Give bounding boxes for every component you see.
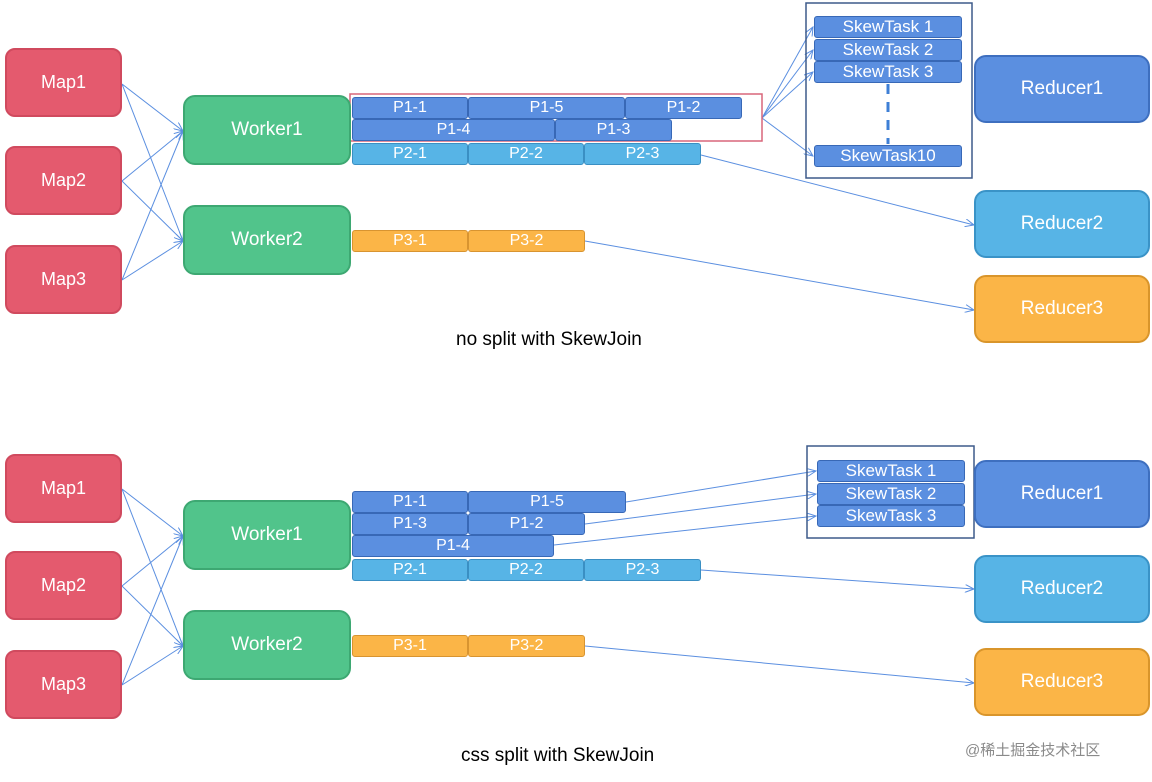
reducer2-node: Reducer2	[974, 555, 1150, 623]
bottom-caption: css split with SkewJoin	[461, 745, 655, 766]
partition-p3-1: P3-1	[352, 635, 468, 657]
map2-label: Map2	[40, 575, 87, 595]
map3-label: Map3	[40, 674, 87, 694]
top-caption: no split with SkewJoin	[456, 329, 642, 350]
worker1-node: Worker1	[183, 500, 351, 570]
skew-task-3: SkewTask 3	[814, 61, 962, 83]
worker2-label: Worker2	[231, 229, 303, 250]
reducer1-label: Reducer1	[1020, 483, 1104, 504]
reducer1-node: Reducer1	[974, 460, 1150, 528]
worker1-node: Worker1	[183, 95, 351, 165]
reducer3-label: Reducer3	[1020, 298, 1104, 319]
map2-label: Map2	[40, 170, 87, 190]
skew-group-frame-top	[805, 2, 973, 179]
map1-label: Map1	[40, 72, 87, 92]
partition-p1-4: P1-4	[352, 119, 555, 141]
partition-p2-2: P2-2	[468, 143, 584, 165]
worker1-label: Worker1	[231, 119, 303, 140]
partition-p2-3: P2-3	[584, 143, 701, 165]
partition-p2-1: P2-1	[352, 559, 468, 581]
map2-node: Map2	[5, 146, 122, 215]
partition-p3-1: P3-1	[352, 230, 468, 252]
reducer3-node: Reducer3	[974, 275, 1150, 343]
reducer1-node: Reducer1	[974, 55, 1150, 123]
reducer3-node: Reducer3	[974, 648, 1150, 716]
worker2-node: Worker2	[183, 205, 351, 275]
skew-task-3: SkewTask 3	[817, 505, 965, 527]
partition-p1-3: P1-3	[555, 119, 672, 141]
partition-p3-2: P3-2	[468, 635, 585, 657]
worker2-node: Worker2	[183, 610, 351, 680]
partition-p1-5: P1-5	[468, 97, 625, 119]
map1-node: Map1	[5, 454, 122, 523]
partition-p1-2: P1-2	[468, 513, 585, 535]
map2-node: Map2	[5, 551, 122, 620]
reducer1-label: Reducer1	[1020, 78, 1104, 99]
partition-p1-5: P1-5	[468, 491, 626, 513]
partition-p3-2: P3-2	[468, 230, 585, 252]
map3-node: Map3	[5, 245, 122, 314]
partition-p1-4: P1-4	[352, 535, 554, 557]
partition-p1-1: P1-1	[352, 491, 468, 513]
map3-label: Map3	[40, 269, 87, 289]
partition-p2-2: P2-2	[468, 559, 584, 581]
skew-task-2: SkewTask 2	[814, 39, 962, 61]
reducer2-label: Reducer2	[1020, 578, 1104, 599]
map1-node: Map1	[5, 48, 122, 117]
watermark: @稀土掘金技术社区	[965, 742, 1101, 759]
reducer2-node: Reducer2	[974, 190, 1150, 258]
partition-p1-2: P1-2	[625, 97, 742, 119]
reducer2-label: Reducer2	[1020, 213, 1104, 234]
partition-p2-3: P2-3	[584, 559, 701, 581]
partition-p2-1: P2-1	[352, 143, 468, 165]
worker2-label: Worker2	[231, 634, 303, 655]
skew-task-10: SkewTask10	[814, 145, 962, 167]
skew-task-1: SkewTask 1	[814, 16, 962, 38]
skew-task-2: SkewTask 2	[817, 483, 965, 505]
skew-task-1: SkewTask 1	[817, 460, 965, 482]
partition-p1-3: P1-3	[352, 513, 468, 535]
reducer3-label: Reducer3	[1020, 671, 1104, 692]
worker1-label: Worker1	[231, 524, 303, 545]
partition-p1-1: P1-1	[352, 97, 468, 119]
map3-node: Map3	[5, 650, 122, 719]
map1-label: Map1	[40, 478, 87, 498]
